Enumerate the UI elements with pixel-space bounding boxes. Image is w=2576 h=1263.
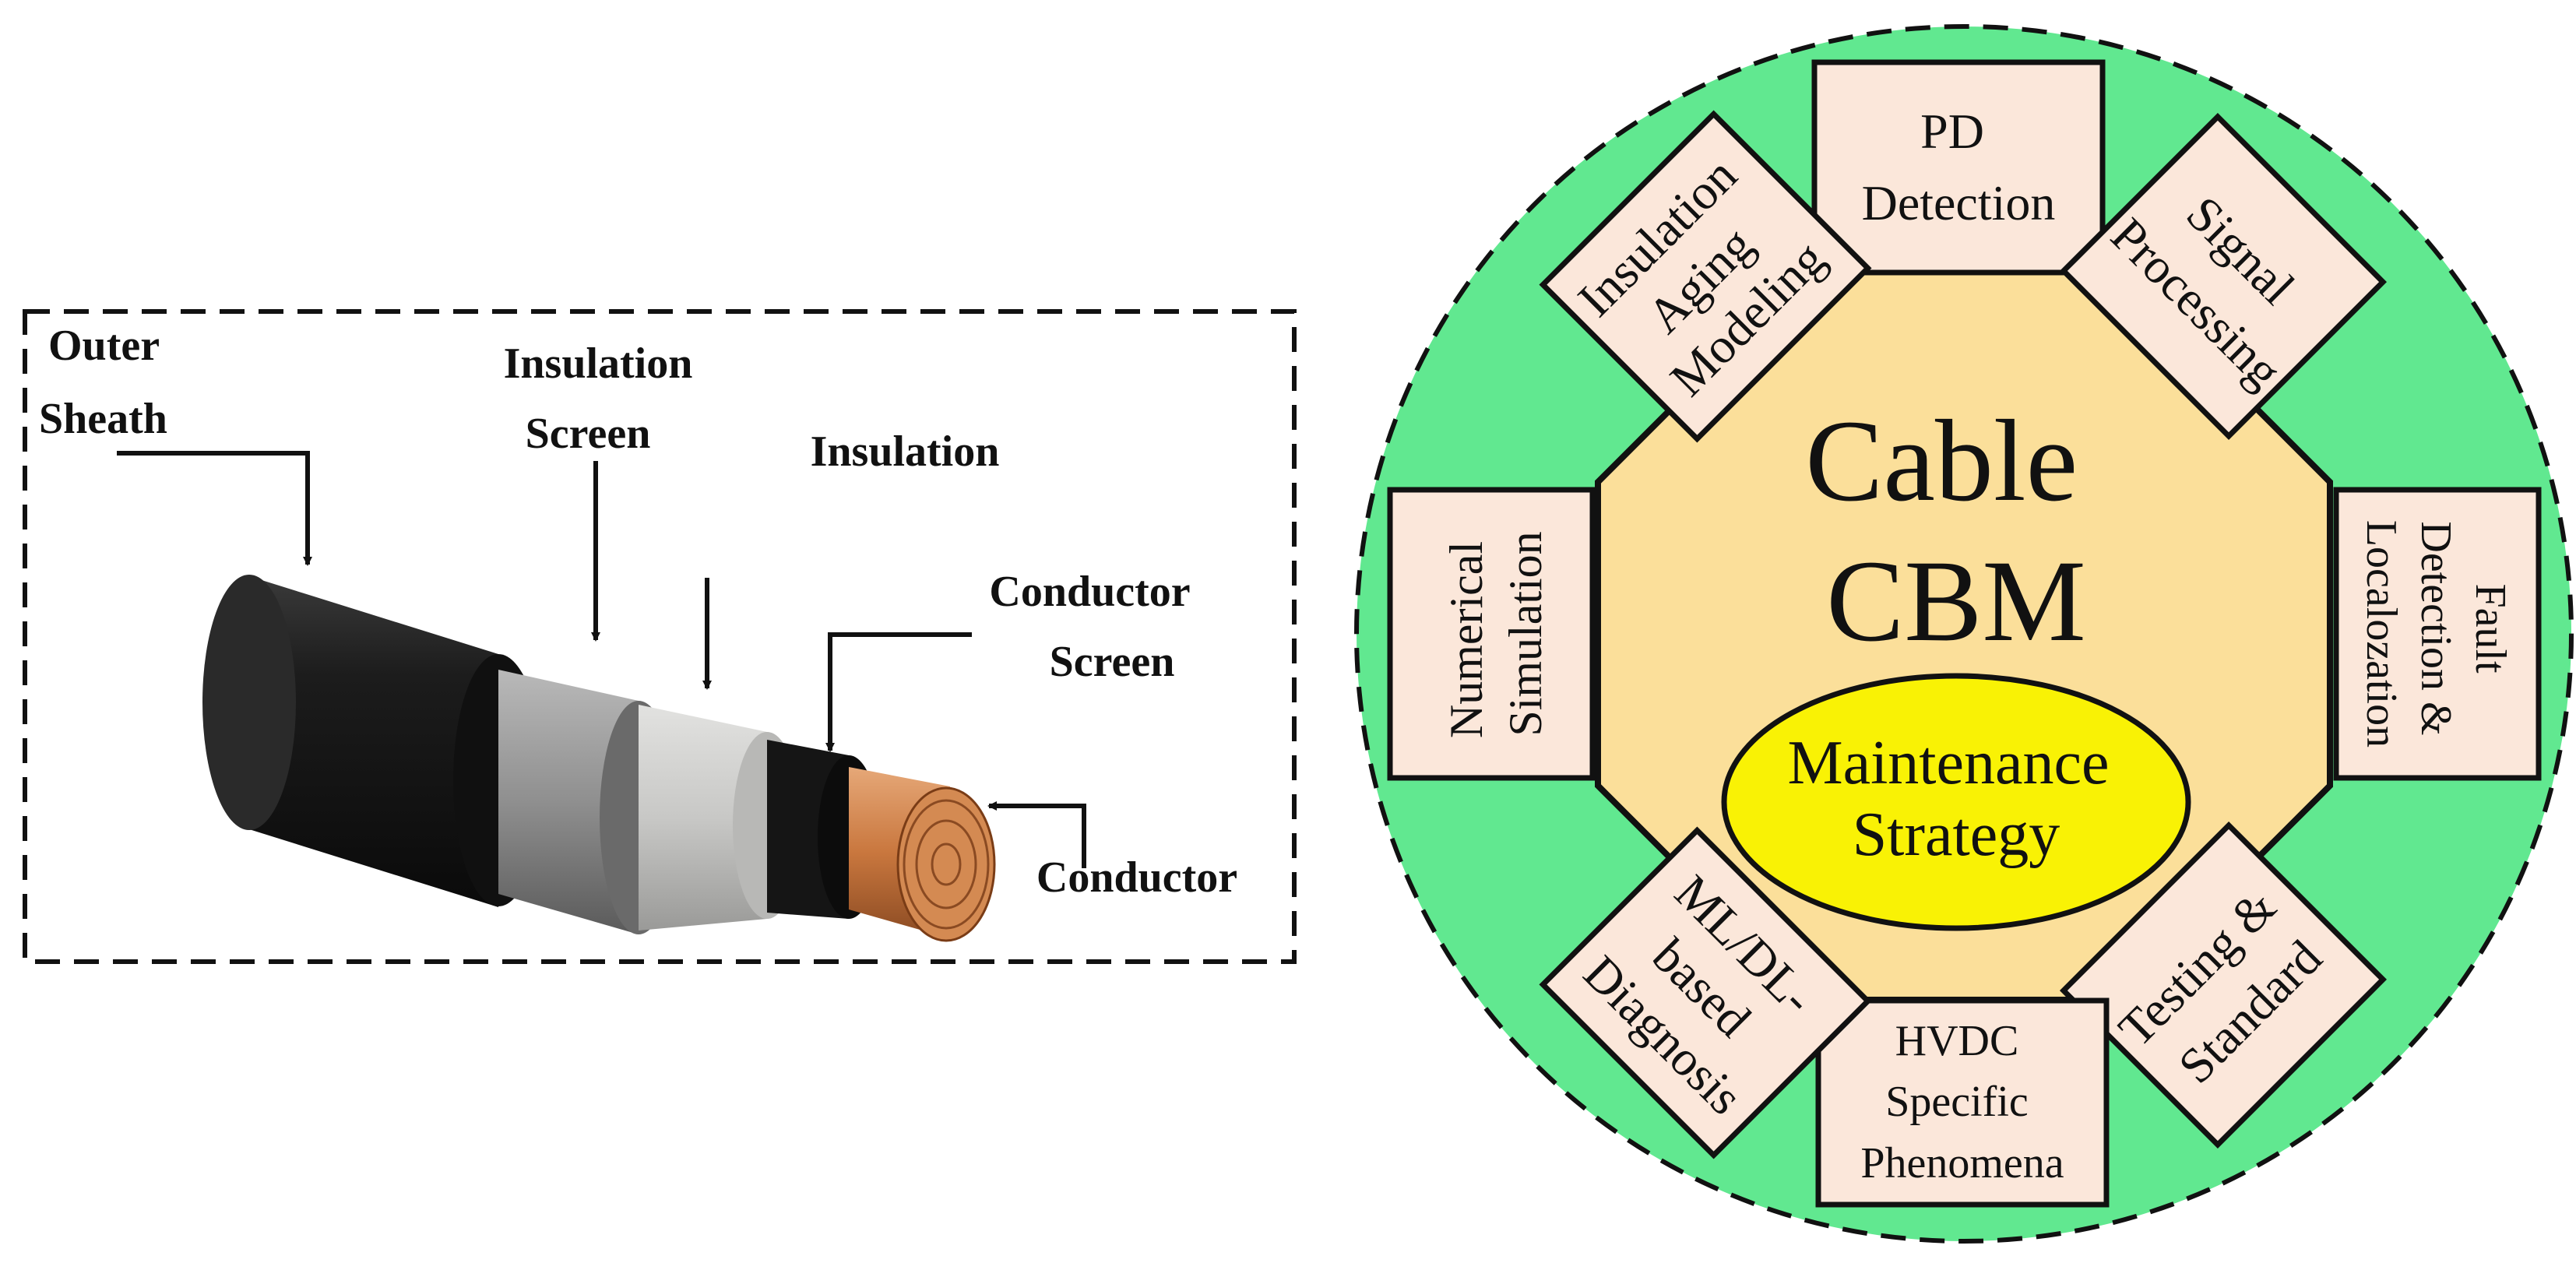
cbm-wheel: Cable CBM Maintenance Strategy PD Detect… [1354,24,2574,1244]
box-numerical-simulation: Numerical Simulation [1387,487,1596,781]
box-text-line: Localozation [2357,520,2405,748]
cbm-center-title-line: CBM [1826,537,2085,666]
conductor-screen-label-line: Conductor [989,568,1189,616]
insulation-label: Insulation [811,427,1000,476]
maintenance-strategy-label-line: Strategy [1853,800,2060,869]
insulation-label-line: Insulation [811,427,1000,476]
box-hvdc-phenomena: HVDC Specific Phenomena [1815,997,2110,1208]
outer-sheath-layer [249,576,498,907]
outer-sheath-label-line: Outer [48,322,159,370]
box-insulation-aging-modeling: Insulation Aging Modeling [1539,110,1872,443]
outer-sheath-label: Outer Sheath [39,322,170,443]
conductor-end-face [896,786,996,942]
conductor-label: Conductor [1036,853,1237,902]
cbm-center-title-line: Cable [1805,396,2078,526]
outer-sheath-label-line: Sheath [39,395,167,443]
box-text-line: Fault [2466,583,2514,674]
box-text-line: Numerical [1441,541,1492,738]
box-pd-detection: PD Detection [1811,59,2106,276]
box-fault-detection-text: Fault Detection & Localozation [2357,520,2514,748]
box-text-line: HVDC [1895,1017,2019,1065]
box-text-line: Simulation [1500,531,1551,736]
conductor-arrow [987,801,1086,868]
cable-illustration [202,575,996,942]
conductor-screen-arrow [825,632,972,752]
conductor-screen-label: Conductor Screen [989,568,1200,686]
box-text-line: Specific [1885,1078,2028,1126]
insulation-screen-label-line: Screen [526,410,651,458]
insulation-layer [639,705,767,931]
outer-sheath-back-end [202,575,296,830]
box-text-line: Phenomena [1860,1139,2064,1187]
cbm-center-title: Cable CBM [1805,396,2106,666]
conductor-strands [903,799,990,930]
maintenance-strategy-label-line: Maintenance [1787,729,2109,797]
box-text-line: PD [1920,104,1984,159]
outer-sheath-arrow [117,451,312,566]
box-hvdc-phenomena-text: HVDC Specific Phenomena [1860,1017,2064,1187]
box-pd-detection-text: PD Detection [1862,104,2056,230]
box-signal-processing: Signal Processing [2059,112,2388,441]
box-text-line: Detection [1862,175,2056,230]
cable-panel: Outer Sheath Insulation Screen Insulatio… [23,309,1297,964]
maintenance-strategy-label: Maintenance Strategy [1787,729,2124,869]
conductor-label-line: Conductor [1036,853,1237,902]
box-fault-detection: Fault Detection & Localozation [2333,487,2542,781]
insulation-screen-label: Insulation Screen [504,339,704,458]
conductor-screen-label-line: Screen [1050,638,1175,686]
cable-arrows [117,451,1086,868]
cable-panel-frame [23,309,1297,964]
box-text-line: Detection & [2412,521,2460,735]
box-numerical-simulation-text: Numerical Simulation [1441,529,1551,738]
maintenance-strategy-ellipse [1721,673,2191,931]
insulation-screen-label-line: Insulation [504,339,693,388]
